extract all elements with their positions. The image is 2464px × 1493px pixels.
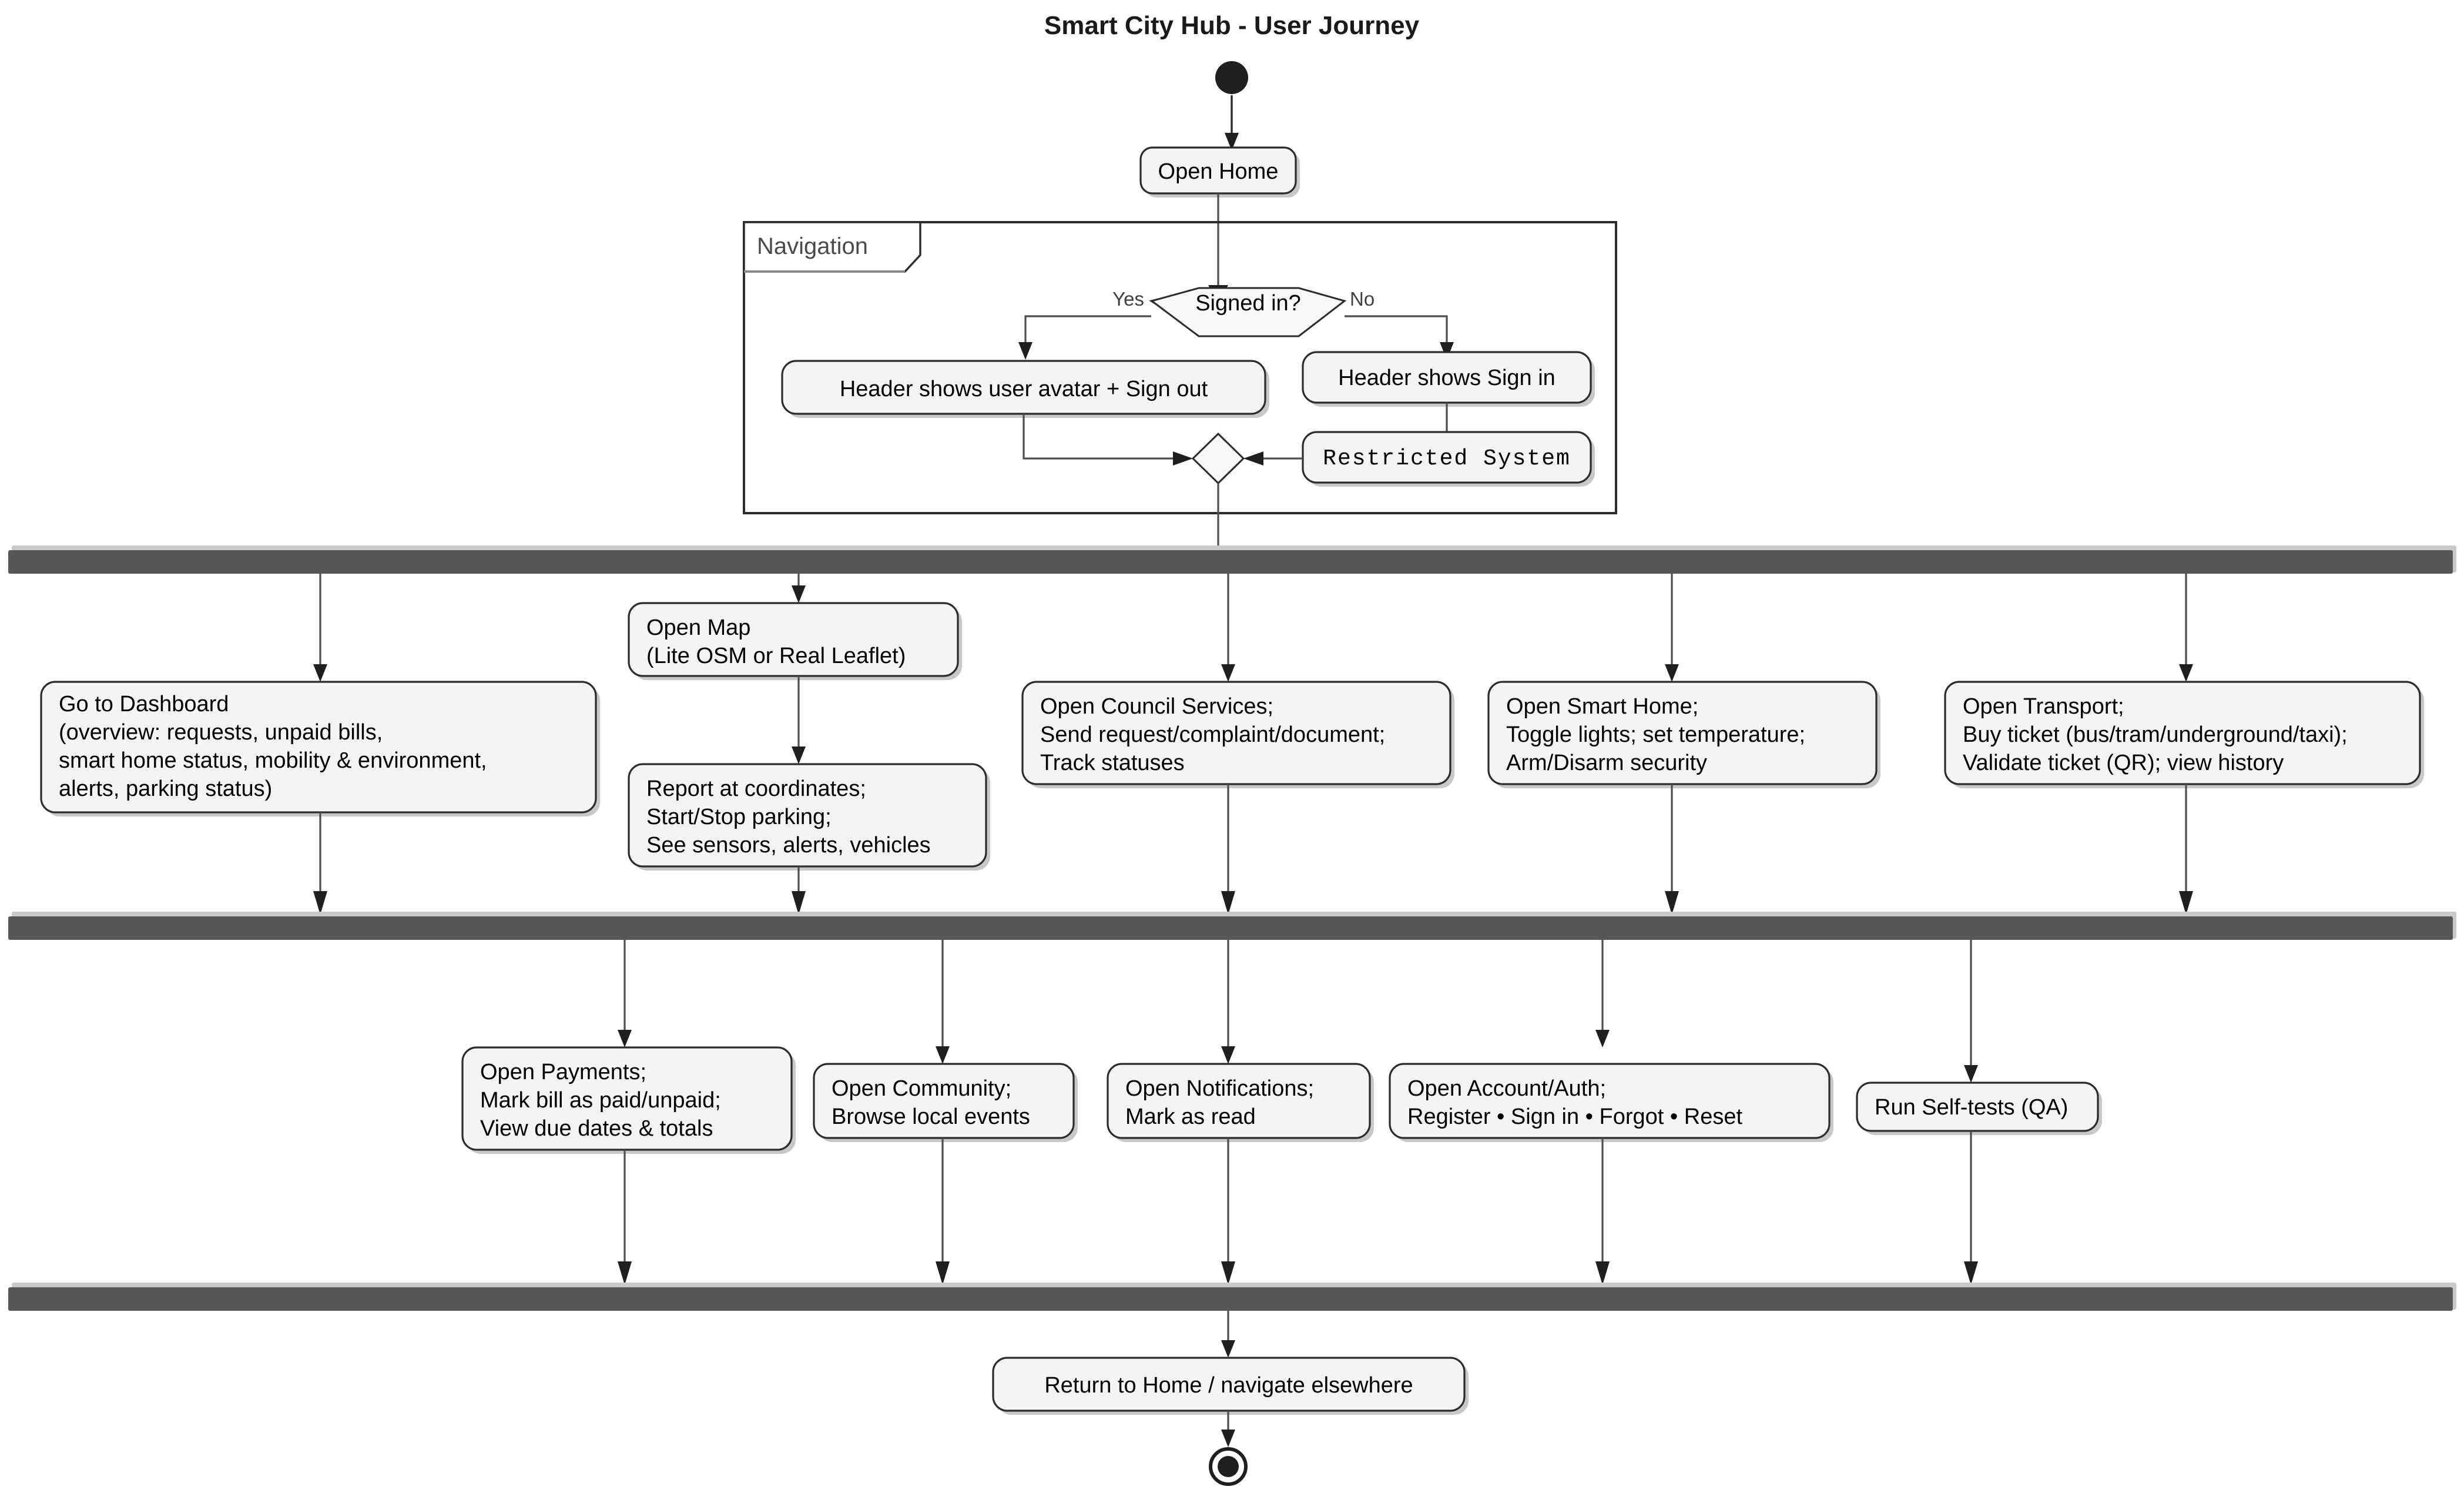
edge-community-to-join [936,1138,950,1285]
node-restricted-system[interactable]: Restricted System [1302,431,1595,487]
edge-payments-to-join [618,1150,632,1285]
node-council-line-2: Track statuses [1040,751,1185,775]
node-report-line-0: Report at coordinates; [646,776,866,801]
node-dashboard-line-3: alerts, parking status) [59,776,272,801]
node-community-line-0: Open Community; [832,1076,1011,1101]
edge-restricted-to-merge [1243,451,1303,466]
node-open-home[interactable]: Open Home [1139,146,1300,197]
node-notifications-line-0: Open Notifications; [1125,1076,1314,1101]
node-open-map[interactable]: Open Map (Lite OSM or Real Leaflet) [628,602,962,680]
node-council-services[interactable]: Open Council Services; Send request/comp… [1021,681,1454,788]
guard-label-yes: Yes [1112,288,1144,310]
edge-join-to-return-home [1221,1311,1235,1358]
edge-fork2-to-account [1595,940,1610,1047]
decision-signed-in-label: Signed in? [1195,291,1301,316]
node-dashboard-line-2: smart home status, mobility & environmen… [59,748,487,773]
node-dashboard-line-0: Go to Dashboard [59,692,229,717]
edge-account-to-join [1595,1138,1610,1285]
node-payments-line-0: Open Payments; [480,1060,646,1084]
fork-bar-1 [8,545,2456,574]
node-notifications[interactable]: Open Notifications; Mark as read [1107,1063,1374,1142]
node-transport-line-1: Buy ticket (bus/tram/underground/taxi); [1963,722,2348,747]
node-open-map-line-1: (Lite OSM or Real Leaflet) [646,644,906,668]
node-account-line-1: Register • Sign in • Forgot • Reset [1407,1104,1742,1129]
node-open-map-line-0: Open Map [646,615,750,640]
node-open-home-label: Open Home [1158,159,1279,184]
edge-return-home-to-end [1221,1411,1235,1447]
end-node [1209,1447,1248,1486]
decision-signed-in[interactable]: Signed in? [1149,287,1347,337]
start-node [1215,61,1248,94]
node-transport[interactable]: Open Transport; Buy ticket (bus/tram/und… [1944,681,2424,788]
edge-smarthome-to-fork2 [1665,784,1679,915]
edge-fork2-to-notifications [1221,940,1235,1064]
edge-openmap-to-report [792,676,806,764]
edge-fork1-to-dashboard [313,574,327,682]
edge-fork1-to-transport [2179,574,2193,682]
edge-yes-branch [1018,315,1151,360]
node-selftests-line-0: Run Self-tests (QA) [1875,1095,2068,1120]
edge-council-to-fork2 [1221,784,1235,915]
diagram-title: Smart City Hub - User Journey [1044,11,1420,40]
node-council-line-0: Open Council Services; [1040,694,1273,719]
edge-dashboard-to-fork2 [313,812,327,915]
edge-fork1-to-council [1221,574,1235,682]
node-account-line-0: Open Account/Auth; [1407,1076,1606,1101]
node-council-line-1: Send request/complaint/document; [1040,722,1385,747]
edge-fork1-to-open-map [792,574,806,603]
node-header-avatar[interactable]: Header shows user avatar + Sign out [781,360,1269,418]
edge-open-home-to-decision [1208,193,1228,303]
fork-bar-2 [8,912,2456,940]
node-dashboard[interactable]: Go to Dashboard (overview: requests, unp… [40,681,600,816]
partition-navigation-label: Navigation [757,233,868,259]
node-header-avatar-label: Header shows user avatar + Sign out [840,377,1208,401]
node-smarthome-line-2: Arm/Disarm security [1506,751,1707,775]
node-restricted-system-label: Restricted System [1323,446,1571,471]
node-notifications-line-1: Mark as read [1125,1104,1256,1129]
node-report-coordinates[interactable]: Report at coordinates; Start/Stop parkin… [628,763,990,871]
node-community-line-1: Browse local events [832,1104,1030,1129]
node-smart-home[interactable]: Open Smart Home; Toggle lights; set temp… [1487,681,1880,788]
edge-no-branch [1345,315,1454,360]
guard-label-no: No [1350,288,1375,310]
node-header-signin-label: Header shows Sign in [1338,366,1555,390]
node-dashboard-line-1: (overview: requests, unpaid bills, [59,720,383,745]
node-report-line-1: Start/Stop parking; [646,805,832,829]
node-report-line-2: See sensors, alerts, vehicles [646,833,931,858]
edge-transport-to-fork2 [2179,784,2193,915]
node-transport-line-2: Validate ticket (QR); view history [1963,751,2284,775]
node-header-signin[interactable]: Header shows Sign in [1302,351,1595,407]
edge-notifications-to-join [1221,1138,1235,1285]
edge-fork2-to-community [936,940,950,1064]
join-bar-3 [8,1283,2456,1311]
node-smarthome-line-1: Toggle lights; set temperature; [1506,722,1805,747]
node-return-home-label: Return to Home / navigate elsewhere [1044,1373,1413,1398]
edge-selftests-to-join [1964,1131,1978,1285]
node-payments-line-1: Mark bill as paid/unpaid; [480,1088,721,1113]
node-smarthome-line-0: Open Smart Home; [1506,694,1698,719]
edge-report-to-fork2 [792,866,806,915]
node-payments[interactable]: Open Payments; Mark bill as paid/unpaid;… [461,1046,796,1154]
edge-start-to-open-home [1225,95,1239,150]
node-transport-line-0: Open Transport; [1963,694,2124,719]
edge-fork2-to-payments [618,940,632,1047]
node-account-auth[interactable]: Open Account/Auth; Register • Sign in • … [1389,1063,1833,1142]
node-self-tests[interactable]: Run Self-tests (QA) [1856,1082,2102,1135]
merge-node [1191,432,1245,485]
edge-avatar-to-merge [1023,414,1193,466]
node-payments-line-2: View due dates & totals [480,1116,713,1141]
node-return-home[interactable]: Return to Home / navigate elsewhere [992,1357,1469,1415]
partition-navigation: Navigation [743,221,1617,514]
node-community[interactable]: Open Community; Browse local events [813,1063,1078,1142]
edge-fork1-to-smarthome [1665,574,1679,682]
edge-fork2-to-selftests [1964,940,1978,1083]
